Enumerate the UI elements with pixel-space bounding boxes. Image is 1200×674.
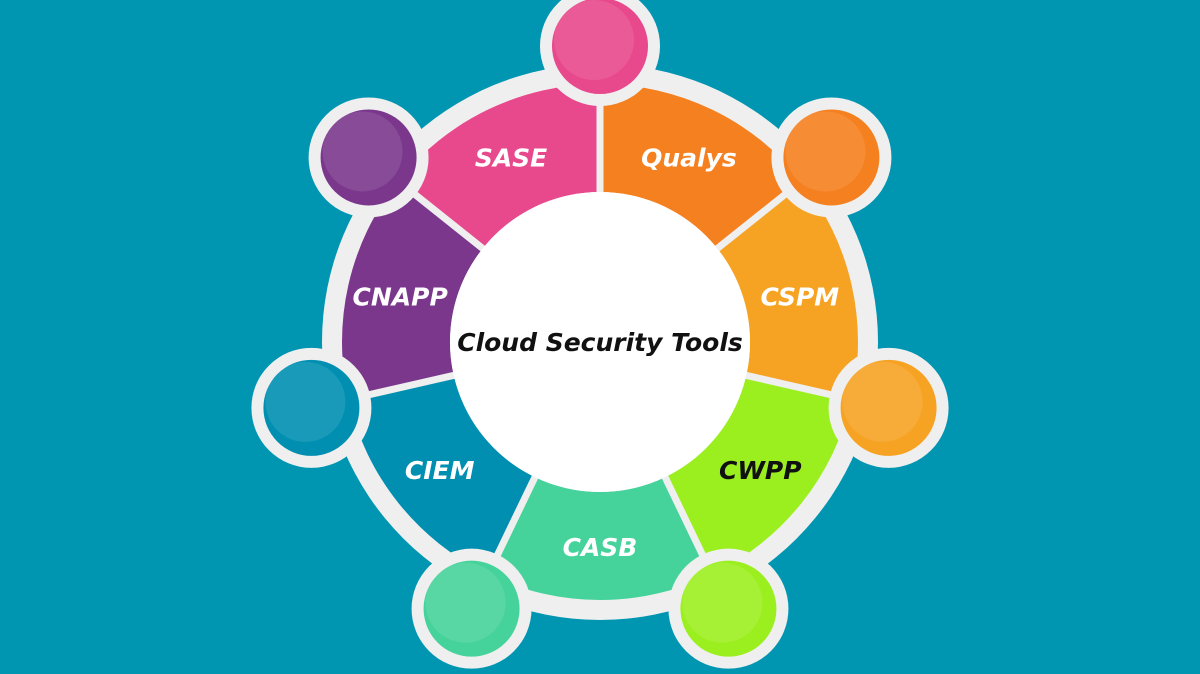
bubble-highlight	[842, 361, 923, 442]
segment-label-qualys: Qualys	[641, 143, 737, 172]
bubble-group	[251, 0, 949, 669]
bubble-highlight	[682, 562, 763, 643]
segment-label-cwpp: CWPP	[719, 456, 802, 485]
segment-label-sase: SASE	[475, 143, 547, 172]
segment-label-casb: CASB	[563, 533, 638, 562]
bubble-casb	[423, 560, 520, 657]
segment-cwpp	[665, 375, 852, 575]
segment-cspm	[717, 181, 858, 400]
segment-casb	[488, 477, 712, 600]
center-circle	[450, 192, 750, 492]
segment-cnapp	[342, 181, 483, 400]
segment-label-cnapp: CNAPP	[353, 282, 448, 311]
bubble-highlight	[785, 111, 866, 192]
bubble-highlight	[265, 361, 346, 442]
segment-qualys	[600, 84, 802, 249]
segment-ciem	[348, 375, 535, 575]
segment-sase	[398, 84, 600, 249]
center-title: Cloud Security Tools	[457, 328, 743, 357]
bubble-qualys	[783, 109, 880, 206]
bubble-cspm	[840, 359, 937, 456]
bubble-highlight	[322, 111, 403, 192]
bubble-highlight	[425, 562, 506, 643]
segment-group	[342, 84, 858, 600]
bubble-ciem	[263, 359, 360, 456]
bubble-highlight	[554, 0, 634, 80]
bubble-cwpp	[680, 560, 777, 657]
segment-label-cspm: CSPM	[761, 282, 840, 311]
bubble-cnapp	[320, 109, 417, 206]
segment-label-ciem: CIEM	[405, 456, 475, 485]
bubble-sase	[552, 0, 648, 94]
